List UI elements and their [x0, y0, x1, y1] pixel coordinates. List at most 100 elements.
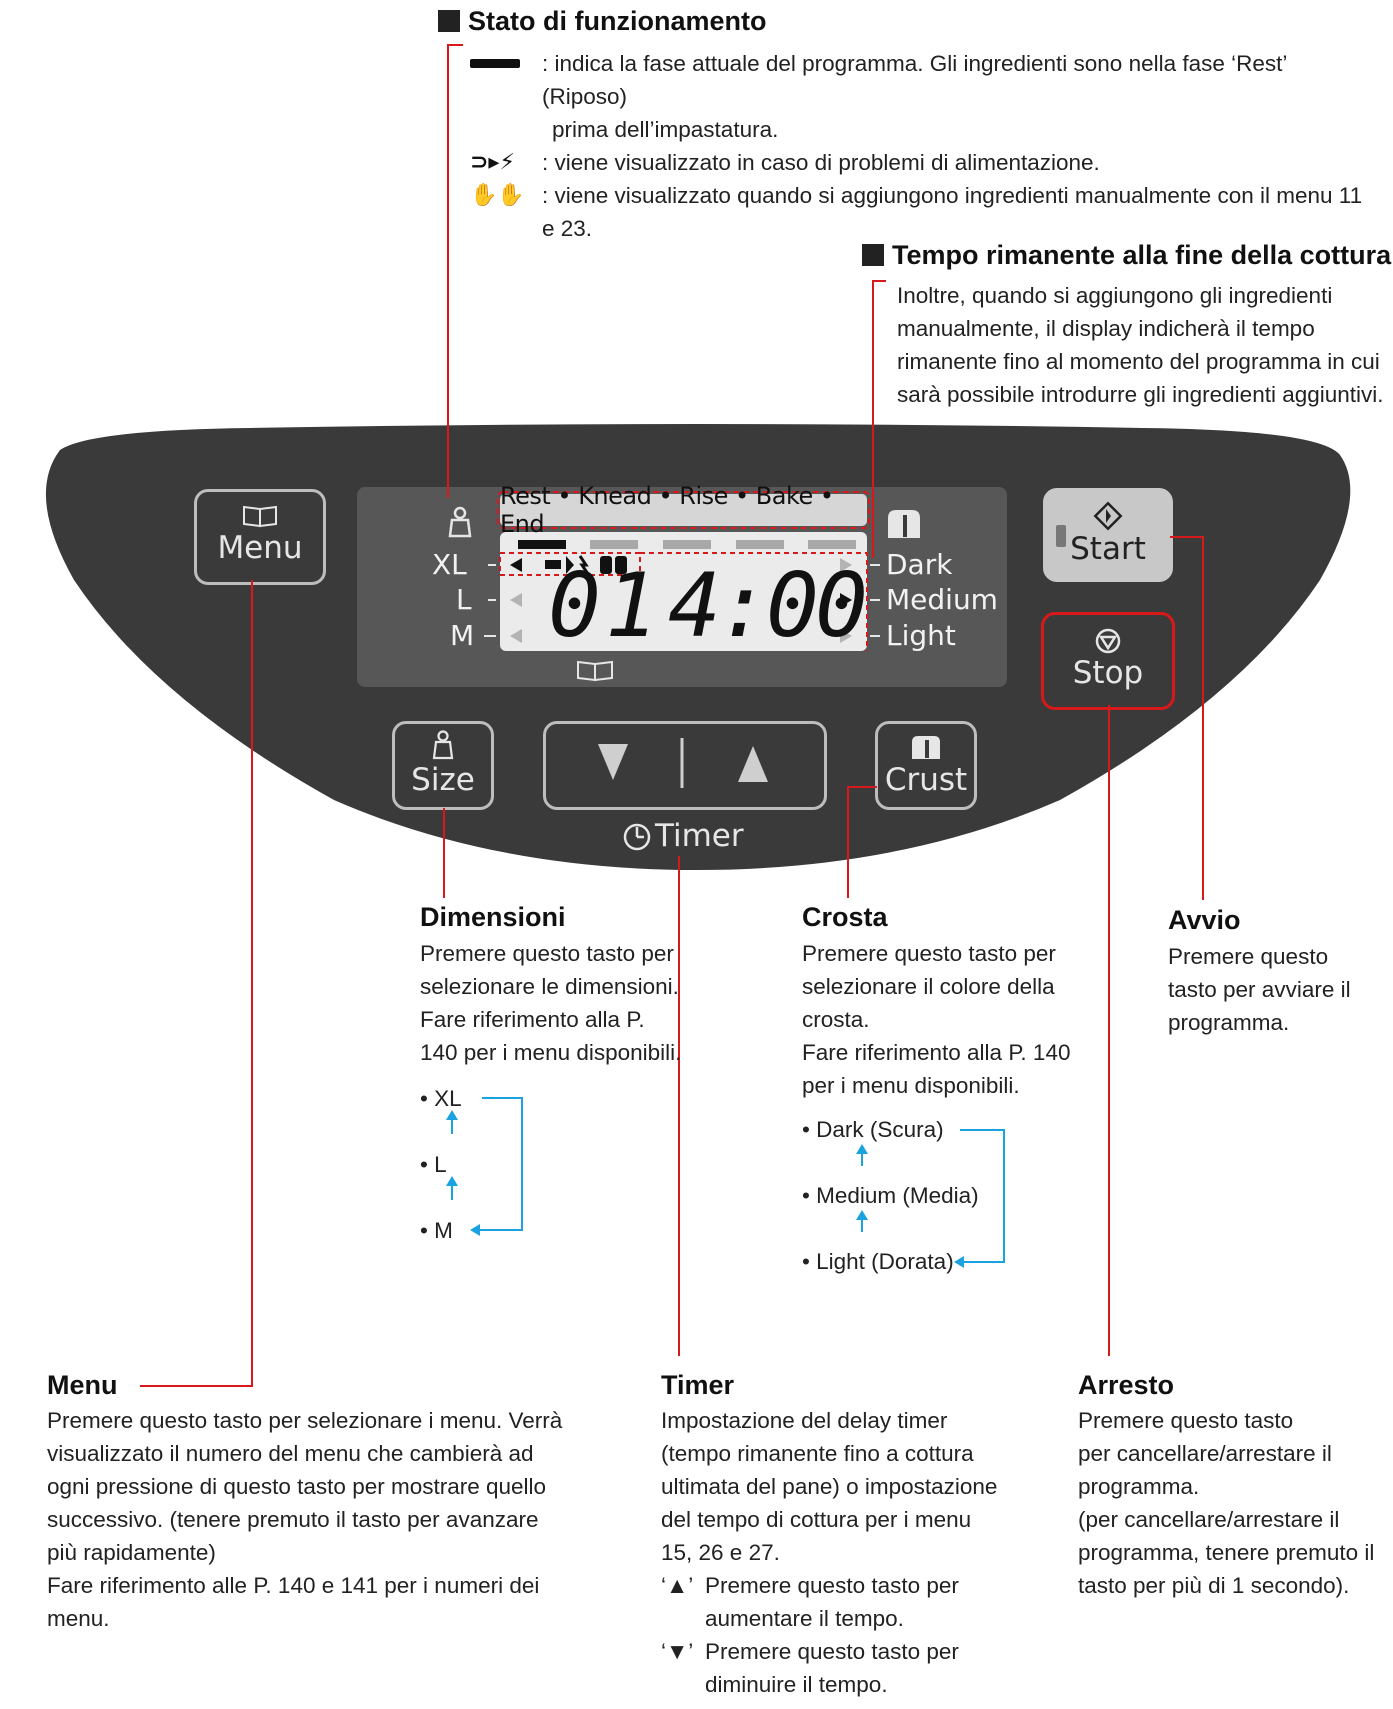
leader-size	[443, 808, 445, 898]
start-text: Premere questo tasto per avviare il prog…	[1168, 944, 1351, 1035]
status-title: Stato di funzionamento	[438, 6, 766, 37]
leader-stop	[1108, 705, 1110, 1356]
square-bullet-icon	[438, 10, 460, 32]
legend-power: ⊃▸⚡ : viene visualizzato in caso di prob…	[470, 146, 1370, 179]
weight-icon	[395, 730, 491, 762]
progress-bar-icon	[470, 59, 520, 68]
start-title: Avvio	[1168, 905, 1241, 935]
down-arrow-icon	[598, 744, 628, 780]
lcd-stage-strip	[500, 494, 867, 526]
leader-remaining-v	[872, 280, 874, 558]
leader-crust-h	[847, 786, 877, 788]
timer-up-note: ‘▲’ Premere questo tasto per aumentare i…	[661, 1569, 959, 1635]
crust-cycle-dark: • Dark (Scura)	[802, 1117, 944, 1142]
lcd-time: 4:00	[668, 554, 868, 657]
timer-down-button[interactable]	[546, 724, 685, 807]
start-button-label: Start	[1070, 531, 1146, 567]
crust-text: Premere questo tasto per selezionare il …	[802, 941, 1071, 1098]
down-key-symbol: ‘▼’	[661, 1639, 694, 1664]
crust-label-light: Light	[886, 619, 956, 652]
size-label-l: L	[456, 583, 472, 616]
book-icon	[197, 504, 323, 530]
size-cycle-xl: • XL	[420, 1086, 462, 1111]
up-arrow-icon	[738, 746, 768, 782]
leader-status-h	[447, 44, 463, 46]
start-indicator-light	[1056, 525, 1066, 547]
stop-button-label: Stop	[1072, 655, 1144, 691]
size-cycle-m: • M	[420, 1218, 453, 1243]
size-cycle-l: • L	[420, 1152, 447, 1177]
size-arrow-l	[510, 593, 522, 607]
crust-arrow-dark	[840, 558, 852, 572]
crust-bread-icon	[888, 510, 920, 538]
size-label-xl: XL	[432, 548, 467, 581]
stop-icon	[1044, 627, 1172, 655]
leader-menu-h	[140, 1385, 253, 1387]
up-key-symbol: ‘▲’	[661, 1573, 694, 1598]
timer-arrow-buttons[interactable]	[543, 721, 827, 810]
legend-progress-line2: prima dell’impastatura.	[552, 117, 779, 142]
timer-title: Timer	[661, 1370, 735, 1400]
size-cycle-arrows	[446, 1097, 523, 1236]
remaining-text: Inoltre, quando si aggiungono gli ingred…	[897, 283, 1384, 407]
size-arrow-m	[510, 629, 522, 643]
progress-seg	[736, 540, 784, 549]
leader-crust-v	[847, 786, 849, 898]
crust-cycle-arrows	[856, 1129, 1005, 1268]
leader-remaining-h	[872, 280, 886, 282]
menu-button[interactable]: Menu	[194, 489, 326, 585]
size-weight-icon	[448, 506, 472, 538]
leader-status-v	[447, 44, 449, 498]
progress-seg	[590, 540, 638, 549]
size-button-label: Size	[411, 762, 475, 798]
crust-button-label: Crust	[884, 762, 968, 798]
crust-arrow-medium-active	[840, 593, 852, 607]
status-legend: : indica la fase attuale del programma. …	[470, 47, 1370, 245]
lcd-power-failure-icon	[545, 555, 590, 575]
timer-up-button[interactable]	[685, 724, 824, 807]
menu-text: Premere questo tasto per selezionare i m…	[47, 1408, 563, 1631]
lcd-screen	[500, 532, 867, 651]
crust-label-dark: Dark	[886, 548, 953, 581]
size-button[interactable]: Size	[392, 721, 494, 810]
legend-power-text: : viene visualizzato in caso di problemi…	[542, 150, 1100, 175]
legend-hands-text: : viene visualizzato quando si aggiungon…	[542, 183, 1363, 241]
square-bullet-icon	[862, 244, 884, 266]
legend-progress-line1: : indica la fase attuale del programma. …	[542, 51, 1287, 109]
timer-down-note: ‘▼’ Premere questo tasto per diminuire i…	[661, 1635, 959, 1701]
stop-button[interactable]: Stop	[1041, 612, 1175, 710]
timer-label: Timer	[655, 818, 744, 854]
timer-text: Impostazione del delay timer (tempo rima…	[661, 1408, 998, 1565]
leader-start-v	[1202, 536, 1204, 900]
hands-icon: ✋✋	[470, 183, 525, 208]
start-button[interactable]: Start	[1043, 488, 1173, 582]
start-icon	[1046, 501, 1170, 531]
stop-title: Arresto	[1078, 1370, 1175, 1400]
crust-button[interactable]: Crust	[875, 721, 977, 810]
stage-strip-highlight	[497, 491, 870, 529]
legend-hands: ✋✋ : viene visualizzato quando si aggiun…	[470, 179, 1370, 245]
size-title: Dimensioni	[420, 902, 566, 932]
progress-seg-active	[518, 540, 566, 549]
progress-seg	[808, 540, 856, 549]
size-label-m: M	[450, 619, 475, 652]
legend-progress: : indica la fase attuale del programma. …	[470, 47, 1370, 146]
time-highlight	[640, 552, 868, 651]
lcd-menu-number: 01	[548, 554, 662, 657]
crust-title: Crosta	[802, 902, 888, 932]
timer-clock-icon	[623, 823, 651, 851]
lcd-stage-labels: Rest • Knead • Rise • Bake • End	[500, 482, 834, 538]
crust-label-medium: Medium	[886, 583, 998, 616]
menu-title: Menu	[47, 1370, 118, 1400]
crust-arrow-light	[840, 629, 852, 643]
leader-menu-v	[251, 580, 253, 1387]
progress-seg	[663, 540, 711, 549]
bread-icon	[878, 734, 974, 762]
crust-cycle-light: • Light (Dorata)	[802, 1249, 954, 1274]
lcd-hands-icon	[600, 556, 627, 574]
size-arrow-xl-active	[510, 558, 522, 572]
size-text: Premere questo tasto per selezionare le …	[420, 941, 682, 1065]
menu-button-label: Menu	[217, 530, 303, 566]
lcd-book-icon	[577, 660, 613, 682]
leader-timer	[678, 856, 680, 1356]
